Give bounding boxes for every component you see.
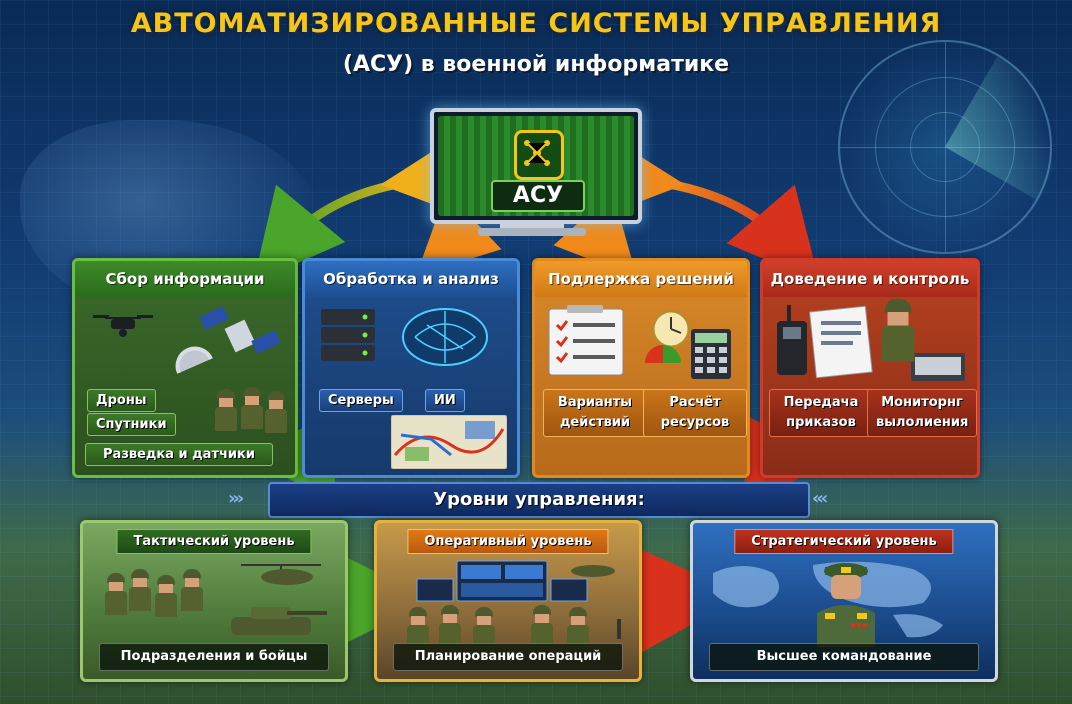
commander-icon bbox=[817, 563, 875, 647]
drone-satellite-icon bbox=[93, 306, 281, 374]
panel-title: Обработка и анализ bbox=[305, 261, 517, 297]
level-caption: Планирование операций bbox=[393, 643, 623, 671]
monitor-base bbox=[478, 228, 586, 236]
checklist-clock-calculator-icon bbox=[548, 305, 731, 379]
item-ai: ИИ bbox=[425, 389, 465, 412]
panel-title: Подлержка решений bbox=[535, 261, 747, 297]
item-options: Варианты действий bbox=[543, 389, 647, 437]
page-title: АВТОМАТИЗИРОВАННЫЕ СИСТЕМЫ УПРАВЛЕНИЯ bbox=[130, 8, 942, 39]
item-servers: Серверы bbox=[319, 389, 403, 412]
panel-processing: Обработка и анализ Серверы ИИ bbox=[302, 258, 520, 478]
monitor-stand bbox=[500, 220, 564, 230]
level-caption: Подразделения и бойцы bbox=[99, 643, 329, 671]
level-caption: Высшее командование bbox=[709, 643, 979, 671]
asu-monitor: АСУ bbox=[430, 108, 642, 224]
asu-label: АСУ bbox=[491, 180, 585, 212]
level-title: Тактический уровень bbox=[116, 529, 312, 554]
network-icon bbox=[514, 130, 564, 180]
panel-decision: Подлержка решений Варианты действий Расч… bbox=[532, 258, 750, 478]
page-subtitle: (АСУ) в военной информатике bbox=[342, 52, 730, 77]
levels-banner: Уровни управления: bbox=[268, 482, 810, 518]
panel-title: Сбор информации bbox=[75, 261, 295, 297]
level-tactical: Тактический уровень Подразделения и бойц… bbox=[80, 520, 348, 682]
radio-document-laptop-icon bbox=[777, 305, 965, 381]
radar-icon bbox=[838, 40, 1072, 254]
item-recon: Разведка и датчики bbox=[85, 443, 273, 466]
panel-control: Доведение и контроль Передача приказов М… bbox=[760, 258, 980, 478]
level-strategic: Стратегический уровень Высшее командован… bbox=[690, 520, 998, 682]
chevron-right-icon: ‹‹‹ bbox=[812, 488, 828, 509]
panel-title: Доведение и контроль bbox=[763, 261, 977, 297]
level-operational: Оперативный уровень Планирование операци… bbox=[374, 520, 642, 682]
item-resources: Расчёт ресурсов bbox=[643, 389, 747, 437]
level-title: Стратегический уровень bbox=[734, 529, 954, 554]
soldiers-tank-icon bbox=[231, 564, 327, 635]
item-satellites: Спутники bbox=[87, 413, 176, 436]
item-orders: Передача приказов bbox=[769, 389, 873, 437]
item-monitoring: Мониторнг вылолиения bbox=[867, 389, 977, 437]
level-title: Оперативный уровень bbox=[407, 529, 609, 554]
map-icon bbox=[391, 415, 507, 469]
server-ai-icon bbox=[321, 308, 488, 366]
item-drones: Дроны bbox=[87, 389, 156, 412]
command-center-icon bbox=[416, 560, 621, 639]
chevron-left-icon: ››› bbox=[228, 488, 244, 509]
panel-collection: Сбор информации Дроны Спутники Разведка … bbox=[72, 258, 298, 478]
